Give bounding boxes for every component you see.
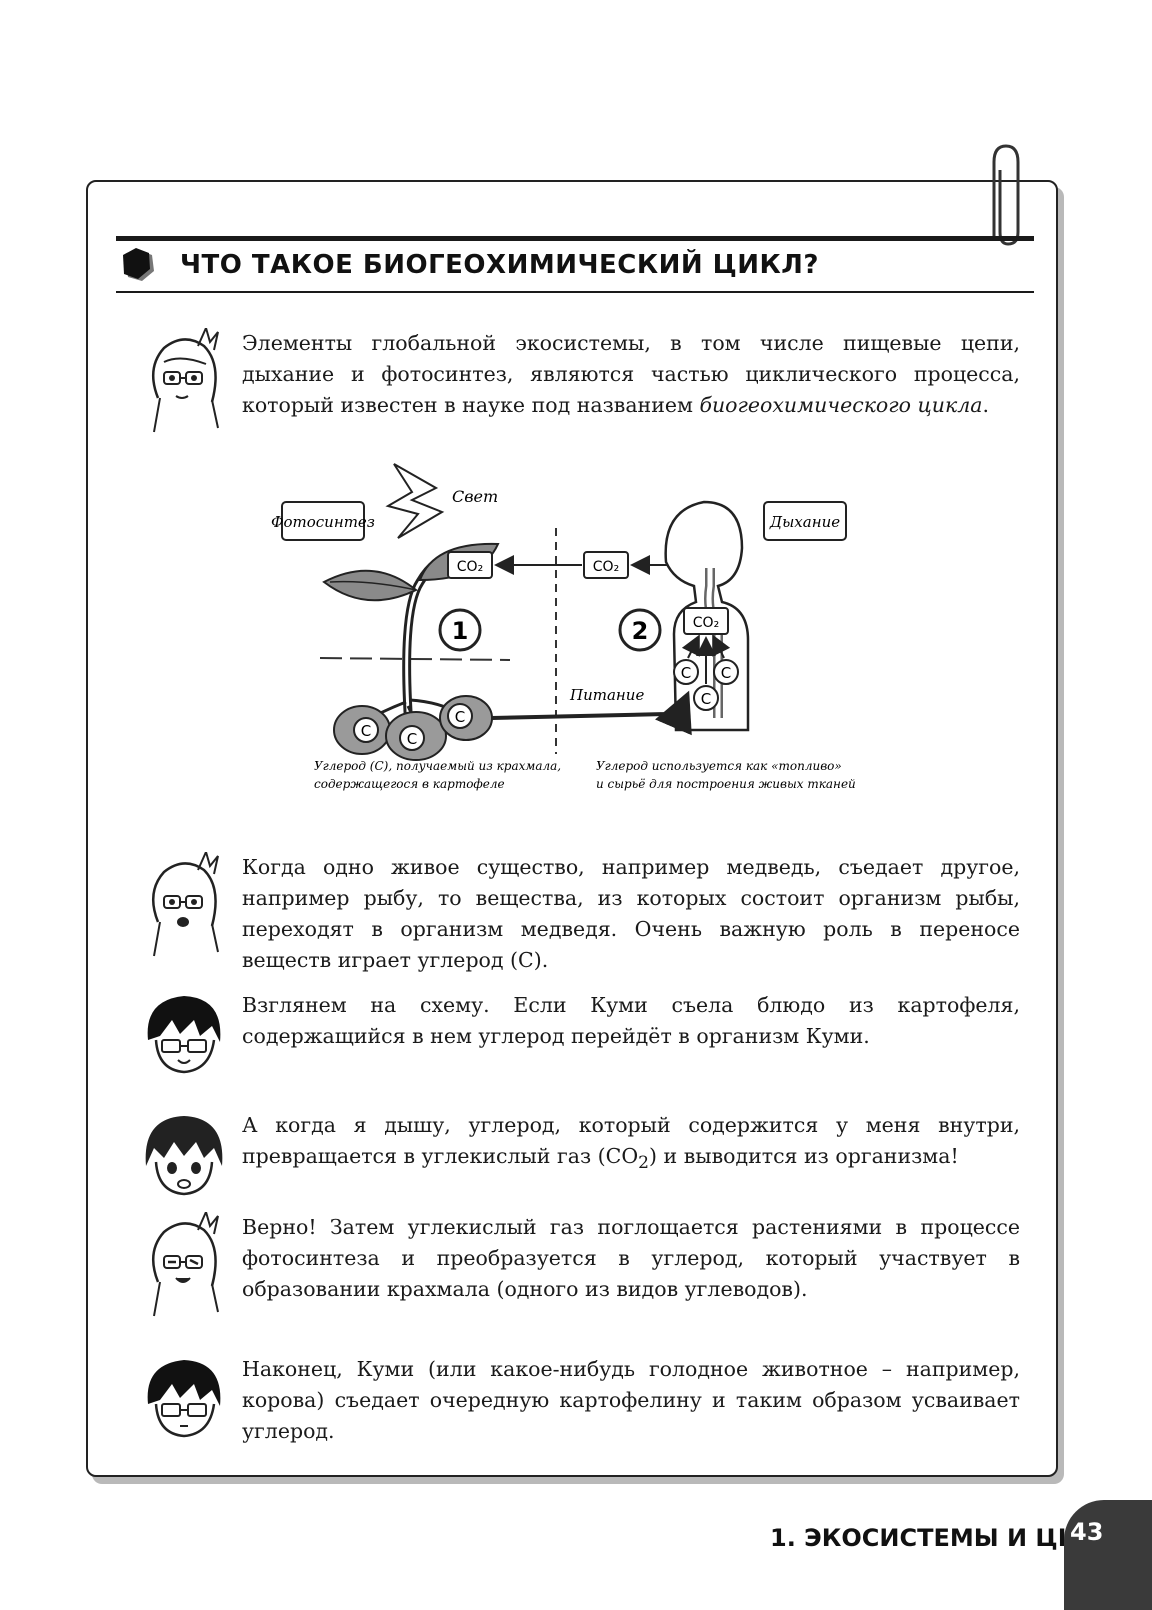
caption-right-line-1: Углерод используется как «топливо» bbox=[596, 759, 842, 773]
svg-text:C: C bbox=[455, 708, 465, 726]
girl-avatar-icon bbox=[151, 328, 219, 433]
co2-box-body: CO₂ bbox=[683, 607, 729, 635]
svg-text:CO₂: CO₂ bbox=[593, 559, 619, 575]
svg-text:2: 2 bbox=[632, 617, 649, 645]
svg-text:C: C bbox=[721, 664, 731, 682]
girl-avatar-icon bbox=[151, 852, 219, 957]
svg-text:C: C bbox=[361, 722, 371, 740]
caption-right-line-2: и сырьё для построения живых тканей bbox=[596, 777, 856, 791]
chapter-title: 1. ЭКОСИСТЕМЫ И ЦИКЛ bbox=[770, 1524, 1118, 1552]
svg-text:CO₂: CO₂ bbox=[693, 615, 719, 631]
kumi-avatar-icon bbox=[145, 1116, 223, 1196]
dialog-4-text: Верно! Затем углекислый газ поглощается … bbox=[242, 1215, 1020, 1301]
boy-avatar-icon bbox=[147, 1360, 221, 1438]
header-rule-top bbox=[116, 236, 1034, 241]
left-leaf bbox=[322, 569, 418, 602]
photosynthesis-label: Фотосинтез bbox=[271, 501, 375, 541]
content-panel bbox=[86, 180, 1058, 1477]
dialog-3-text: А когда я дышу, углерод, который содержи… bbox=[242, 1113, 1020, 1174]
caption-left-line-2: содержащегося в картофеле bbox=[314, 777, 505, 791]
svg-text:CO₂: CO₂ bbox=[457, 559, 483, 575]
step-2-marker: 2 bbox=[618, 608, 662, 652]
carbon-cycle-diagram: Фотосинтез Свет C C C CO₂ 1 CO₂ bbox=[271, 463, 856, 791]
girl-avatar-icon bbox=[151, 1212, 219, 1317]
svg-text:1: 1 bbox=[452, 617, 469, 645]
svg-text:Дыхание: Дыхание bbox=[769, 513, 840, 531]
dialog-5-text: Наконец, Куми (или какое-нибудь голодное… bbox=[242, 1357, 1020, 1443]
light-label: Свет bbox=[452, 487, 498, 506]
co2-subscript: 2 bbox=[638, 1153, 650, 1174]
term-biogeochemical-cycle: биогеохимического цикла bbox=[699, 393, 983, 417]
header-rule-bottom bbox=[116, 291, 1034, 293]
svg-text:C: C bbox=[407, 730, 417, 748]
co2-box-plant: CO₂ bbox=[447, 551, 493, 579]
nutrition-label: Питание bbox=[569, 686, 644, 704]
svg-text:C: C bbox=[701, 690, 711, 708]
caption-left-line-1: Углерод (C), получаемый из крахмала, bbox=[314, 759, 561, 773]
co2-box-middle: CO₂ bbox=[583, 551, 629, 579]
hexagon-bullet-icon bbox=[123, 248, 154, 281]
intro-text: Элементы глобальной экосистемы, в том чи… bbox=[242, 331, 1020, 417]
page-number: 43 bbox=[1070, 1518, 1104, 1546]
svg-text:C: C bbox=[681, 664, 691, 682]
page-tab bbox=[1064, 1500, 1152, 1610]
paperclip-icon bbox=[992, 144, 1020, 246]
breathing-label: Дыхание bbox=[763, 501, 847, 541]
section-title: ЧТО ТАКОЕ БИОГЕОХИМИЧЕСКИЙ ЦИКЛ? bbox=[180, 250, 819, 280]
boy-avatar-icon bbox=[147, 996, 221, 1074]
step-1-marker: 1 bbox=[438, 608, 482, 652]
lightning-icon bbox=[385, 463, 445, 539]
dialog-1-text: Когда одно живое существо, например медв… bbox=[242, 855, 1020, 972]
potato-tubers: C C C bbox=[333, 695, 493, 761]
svg-text:Фотосинтез: Фотосинтез bbox=[271, 513, 375, 531]
body-carbon-particles: C C C bbox=[673, 659, 739, 711]
dialog-2-text: Взглянем на схему. Если Куми съела блюдо… bbox=[242, 993, 1020, 1048]
